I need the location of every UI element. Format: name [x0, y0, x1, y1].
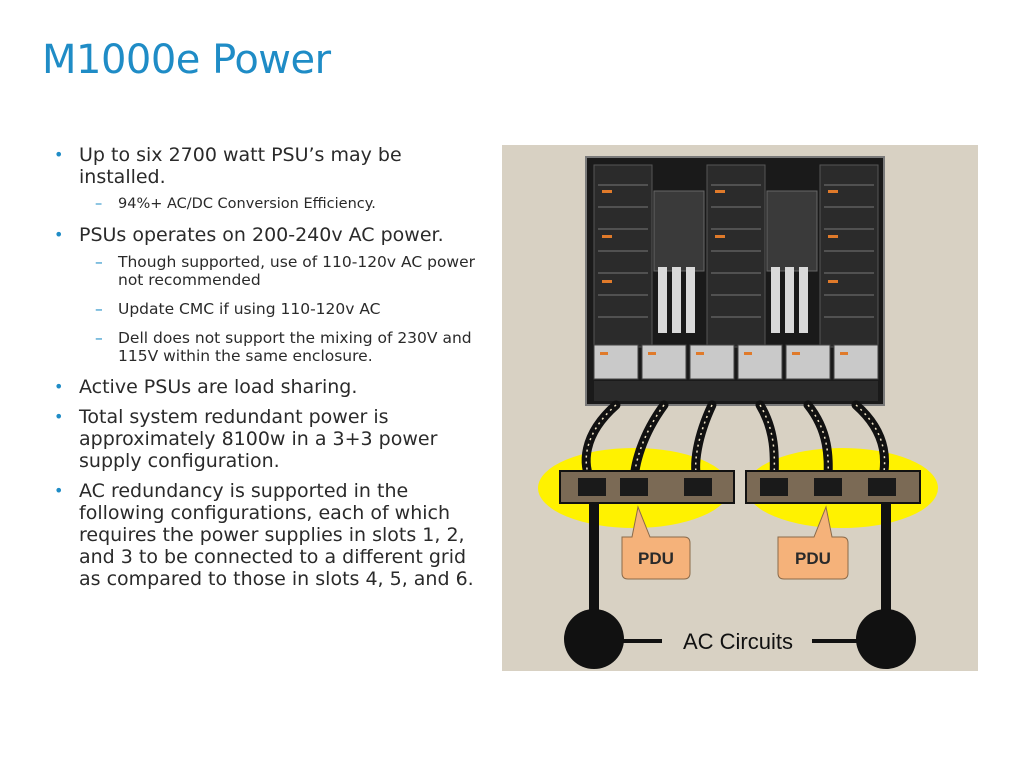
bullet-item: • Up to six 2700 watt PSU’s may be insta… — [52, 144, 482, 213]
ac-feeds — [589, 503, 891, 615]
dash-icon: – — [95, 300, 103, 318]
sub-bullet-text: Dell does not support the mixing of 230V… — [118, 329, 472, 365]
bullet-dot-icon: • — [54, 481, 64, 500]
bullet-text: Up to six 2700 watt PSU’s may be install… — [79, 144, 402, 188]
psu-slot-2 — [641, 344, 687, 380]
slide-title: M1000e Power — [42, 37, 331, 83]
bullet-item: • AC redundancy is supported in the foll… — [52, 480, 482, 590]
bullet-item: • PSUs operates on 200-240v AC power. – … — [52, 224, 482, 365]
bullet-text: PSUs operates on 200-240v AC power. — [79, 224, 444, 246]
bullet-text: AC redundancy is supported in the follow… — [79, 480, 474, 590]
bullet-list: • Up to six 2700 watt PSU’s may be insta… — [52, 144, 482, 598]
psu-row — [593, 344, 879, 380]
dash-icon: – — [95, 253, 103, 271]
pdu-label-left: PDU — [638, 549, 674, 568]
psu-indicator-lights — [600, 352, 848, 355]
psu-slot-6 — [833, 344, 879, 380]
power-diagram: PDU PDU AC Circuits — [502, 145, 978, 671]
sub-bullet-item: – Though supported, use of 110-120v AC p… — [52, 253, 482, 289]
bullet-dot-icon: • — [54, 145, 64, 164]
pdu-strip-left — [559, 470, 735, 504]
bullet-dot-icon: • — [54, 377, 64, 396]
psu-slot-1 — [593, 344, 639, 380]
dash-icon: – — [95, 329, 103, 347]
power-diagram-svg: PDU PDU AC Circuits — [502, 145, 978, 671]
sub-bullet-item: – Update CMC if using 110-120v AC — [52, 300, 482, 318]
bullet-text: Active PSUs are load sharing. — [79, 376, 358, 398]
psu-slot-5 — [785, 344, 831, 380]
sub-bullet-text: Update CMC if using 110-120v AC — [118, 300, 381, 318]
dash-icon: – — [95, 196, 103, 212]
pdu-callout-left: PDU — [621, 505, 691, 580]
pdu-strip-right — [745, 470, 921, 504]
sub-bullet-text: 94%+ AC/DC Conversion Efficiency. — [118, 196, 376, 212]
bullet-dot-icon: • — [54, 225, 64, 244]
psu-slot-4 — [737, 344, 783, 380]
sub-bullet-item: – 94%+ AC/DC Conversion Efficiency. — [52, 195, 482, 213]
bullet-text: Total system redundant power is approxim… — [79, 406, 438, 472]
sub-bullet-item: – Dell does not support the mixing of 23… — [52, 329, 482, 365]
chassis-vents — [653, 190, 818, 272]
io-modules — [658, 267, 808, 333]
ac-circuit-right — [856, 609, 916, 669]
bullet-item: • Active PSUs are load sharing. — [52, 376, 482, 398]
m1000e-chassis — [585, 156, 885, 406]
pdu-label-right: PDU — [795, 549, 831, 568]
ac-circuit-left — [564, 609, 624, 669]
blade-indicator-lights — [602, 190, 838, 283]
bullet-item: • Total system redundant power is approx… — [52, 406, 482, 472]
blade-stripes — [598, 184, 874, 318]
pdu-callout-right: PDU — [777, 505, 849, 580]
psu-slot-3 — [689, 344, 735, 380]
bullet-dot-icon: • — [54, 407, 64, 426]
chassis-base — [594, 381, 878, 401]
ac-circuits-label: AC Circuits — [683, 629, 793, 654]
sub-bullet-text: Though supported, use of 110-120v AC pow… — [118, 253, 476, 289]
ac-circuits: AC Circuits — [564, 609, 916, 669]
